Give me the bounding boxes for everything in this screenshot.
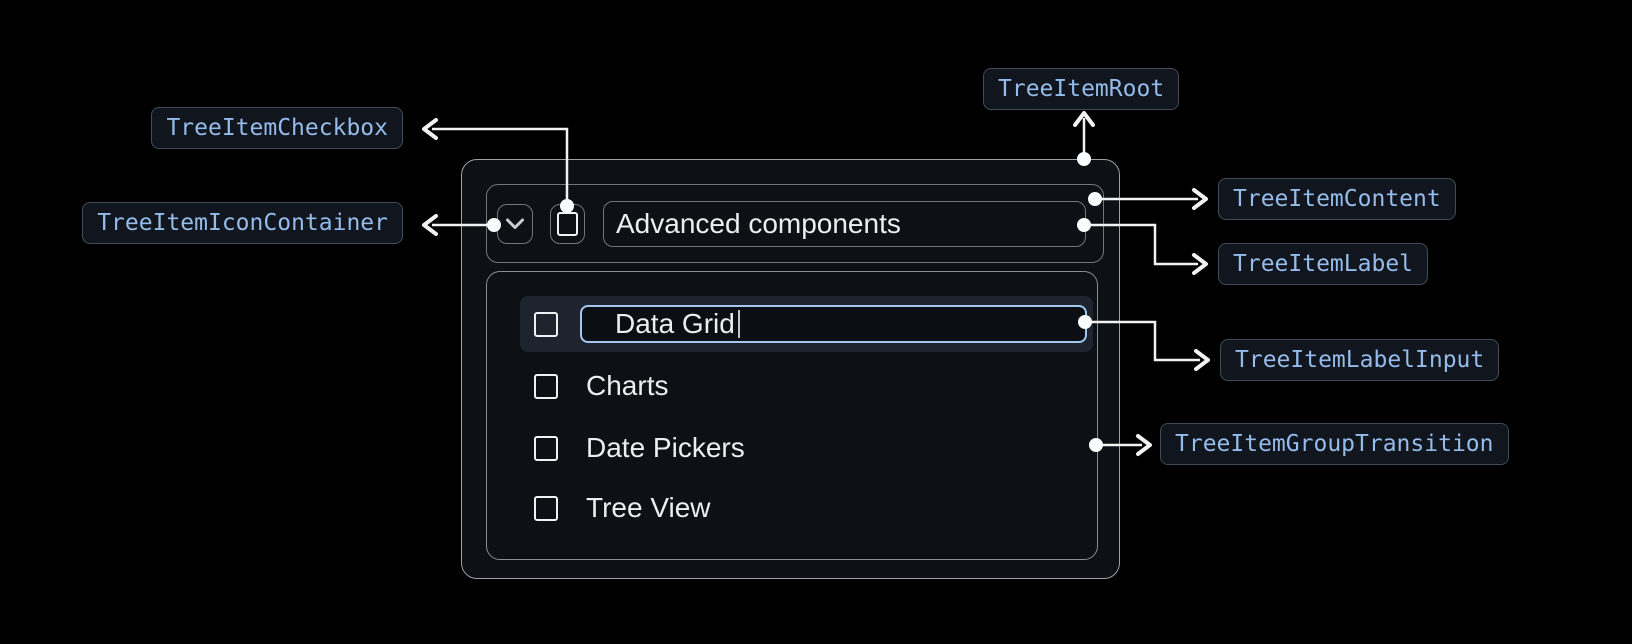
tree-item-label-text: Date Pickers <box>586 432 745 463</box>
tree-item-label-text: Tree View <box>586 492 711 523</box>
tree-item-label-text: Advanced components <box>616 208 901 239</box>
tree-item-label: Advanced components <box>603 201 1086 247</box>
tree-item-group-transition: Data Grid Charts Date Pickers Tree View <box>486 271 1098 560</box>
checkbox-unchecked-icon[interactable] <box>534 495 558 521</box>
tree-item-icon-container[interactable] <box>497 204 533 244</box>
tree-item-content[interactable]: Advanced components <box>486 184 1104 263</box>
tree-item-row-editing[interactable]: Data Grid <box>520 296 1093 352</box>
label-input-value: Data Grid <box>615 308 735 339</box>
badge-tree-item-label: TreeItemLabel <box>1218 243 1429 285</box>
badge-tree-item-checkbox: TreeItemCheckbox <box>151 107 403 149</box>
tree-item-label-text: Charts <box>586 370 669 401</box>
checkbox-unchecked-icon[interactable] <box>534 435 558 461</box>
chevron-down-icon <box>506 218 524 229</box>
tree-item-root: Advanced components Data Grid Charts Dat… <box>461 159 1120 579</box>
badge-tree-item-icon-container: TreeItemIconContainer <box>82 202 403 244</box>
tree-item-label-input[interactable]: Data Grid <box>580 305 1087 343</box>
checkbox-unchecked-icon[interactable] <box>534 373 558 399</box>
badge-tree-item-label-input: TreeItemLabelInput <box>1220 339 1500 381</box>
badge-tree-item-content: TreeItemContent <box>1218 178 1456 220</box>
checkbox-unchecked-icon[interactable] <box>534 311 558 337</box>
checkbox-unchecked-icon <box>557 212 578 236</box>
tree-item-row[interactable]: Date Pickers <box>520 426 1093 470</box>
text-caret <box>737 310 740 338</box>
tree-item-checkbox[interactable] <box>550 204 585 244</box>
badge-tree-item-group-transition: TreeItemGroupTransition <box>1160 423 1509 465</box>
badge-tree-item-root: TreeItemRoot <box>983 68 1180 110</box>
tree-item-row[interactable]: Tree View <box>520 486 1093 530</box>
tree-item-row[interactable]: Charts <box>520 364 1093 408</box>
